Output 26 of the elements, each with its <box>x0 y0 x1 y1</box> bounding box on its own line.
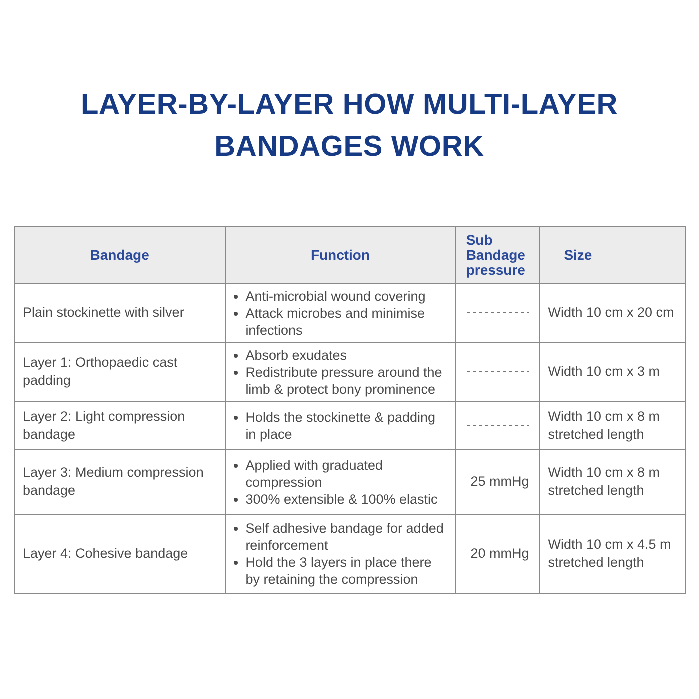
title: LAYER-BY-LAYER HOW MULTI-LAYER BANDAGES WORK <box>80 88 619 165</box>
table-cell-text: Width 10 cm x 4.5 m stretched length <box>548 536 672 572</box>
table-cell-text: Layer 1: Orthopaedic cast padding <box>23 354 179 390</box>
bullet-item: Absorb exudates <box>246 346 348 364</box>
bullet-item: Redistribute pressure around the limb & protect bony prominence <box>246 364 444 398</box>
table-cell-text: Layer 2: Light compression bandage <box>23 408 186 444</box>
bullet-item: 300% extensible & 100% elastic <box>246 490 438 508</box>
table-cell-text: Layer 3: Medium compression bandage <box>23 464 205 500</box>
table-cell-text: Width 10 cm x 8 m stretched length <box>548 464 661 500</box>
table-cell: Width 10 cm x 20 cm <box>548 304 674 322</box>
table-cell: 25 mmHg <box>470 473 530 491</box>
bullet-item: Attack microbes and minimise infections <box>246 304 426 338</box>
bullet-item: Self adhesive bandage for added reinforcement <box>246 520 445 554</box>
column-header: Sub Bandage pressure <box>466 232 526 278</box>
bullet-item: Holds the stockinette & padding in place <box>246 408 437 442</box>
table-cell: Width 10 cm x 3 m <box>548 363 660 381</box>
table-cell: 20 mmHg <box>470 545 530 563</box>
column-header: Size <box>563 246 592 264</box>
bullet-item: Applied with graduated compression <box>246 456 384 490</box>
bullet-item: Hold the 3 layers in place there by retaining the compression <box>246 554 433 588</box>
column-header: Bandage <box>90 246 150 264</box>
table-cell: Layer 4: Cohesive bandage <box>23 545 188 563</box>
bullet-item: Anti-microbial wound covering <box>246 288 426 304</box>
table-cell: Plain stockinette with silver <box>23 304 184 322</box>
column-header: Function <box>310 246 370 264</box>
table-cell-text: Width 10 cm x 8 m stretched length <box>548 408 661 444</box>
